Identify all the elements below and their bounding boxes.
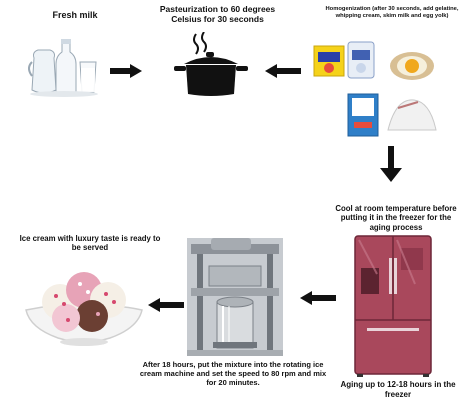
arrow-ingredients-to-pot (265, 64, 301, 78)
cooking-pot-icon (172, 32, 250, 98)
arrow-machine-to-bowl (148, 298, 184, 312)
ice-cream-bowl-icon (22, 258, 146, 348)
refrigerator-icon (353, 234, 433, 378)
churning-label: After 18 hours, put the mixture into the… (138, 360, 328, 387)
cooling-label: Cool at room temperature before putting … (332, 204, 460, 232)
ice-cream-machine-icon (187, 238, 283, 356)
serving-label: Ice cream with luxury taste is ready to … (15, 234, 165, 253)
aging-label: Aging up to 12-18 hours in the freezer (333, 380, 463, 399)
arrow-fridge-to-machine (300, 291, 336, 305)
milk-bottles-icon (28, 38, 100, 98)
fresh-milk-label: Fresh milk (30, 10, 120, 21)
arrow-milk-to-pot (110, 64, 142, 78)
arrow-down-to-fridge (380, 146, 402, 182)
homogenization-label: Homogenization (after 30 seconds, add ge… (316, 6, 468, 20)
ingredients-icon (312, 40, 437, 140)
pasteurization-label: Pasteurization to 60 degrees Celsius for… (155, 4, 280, 24)
